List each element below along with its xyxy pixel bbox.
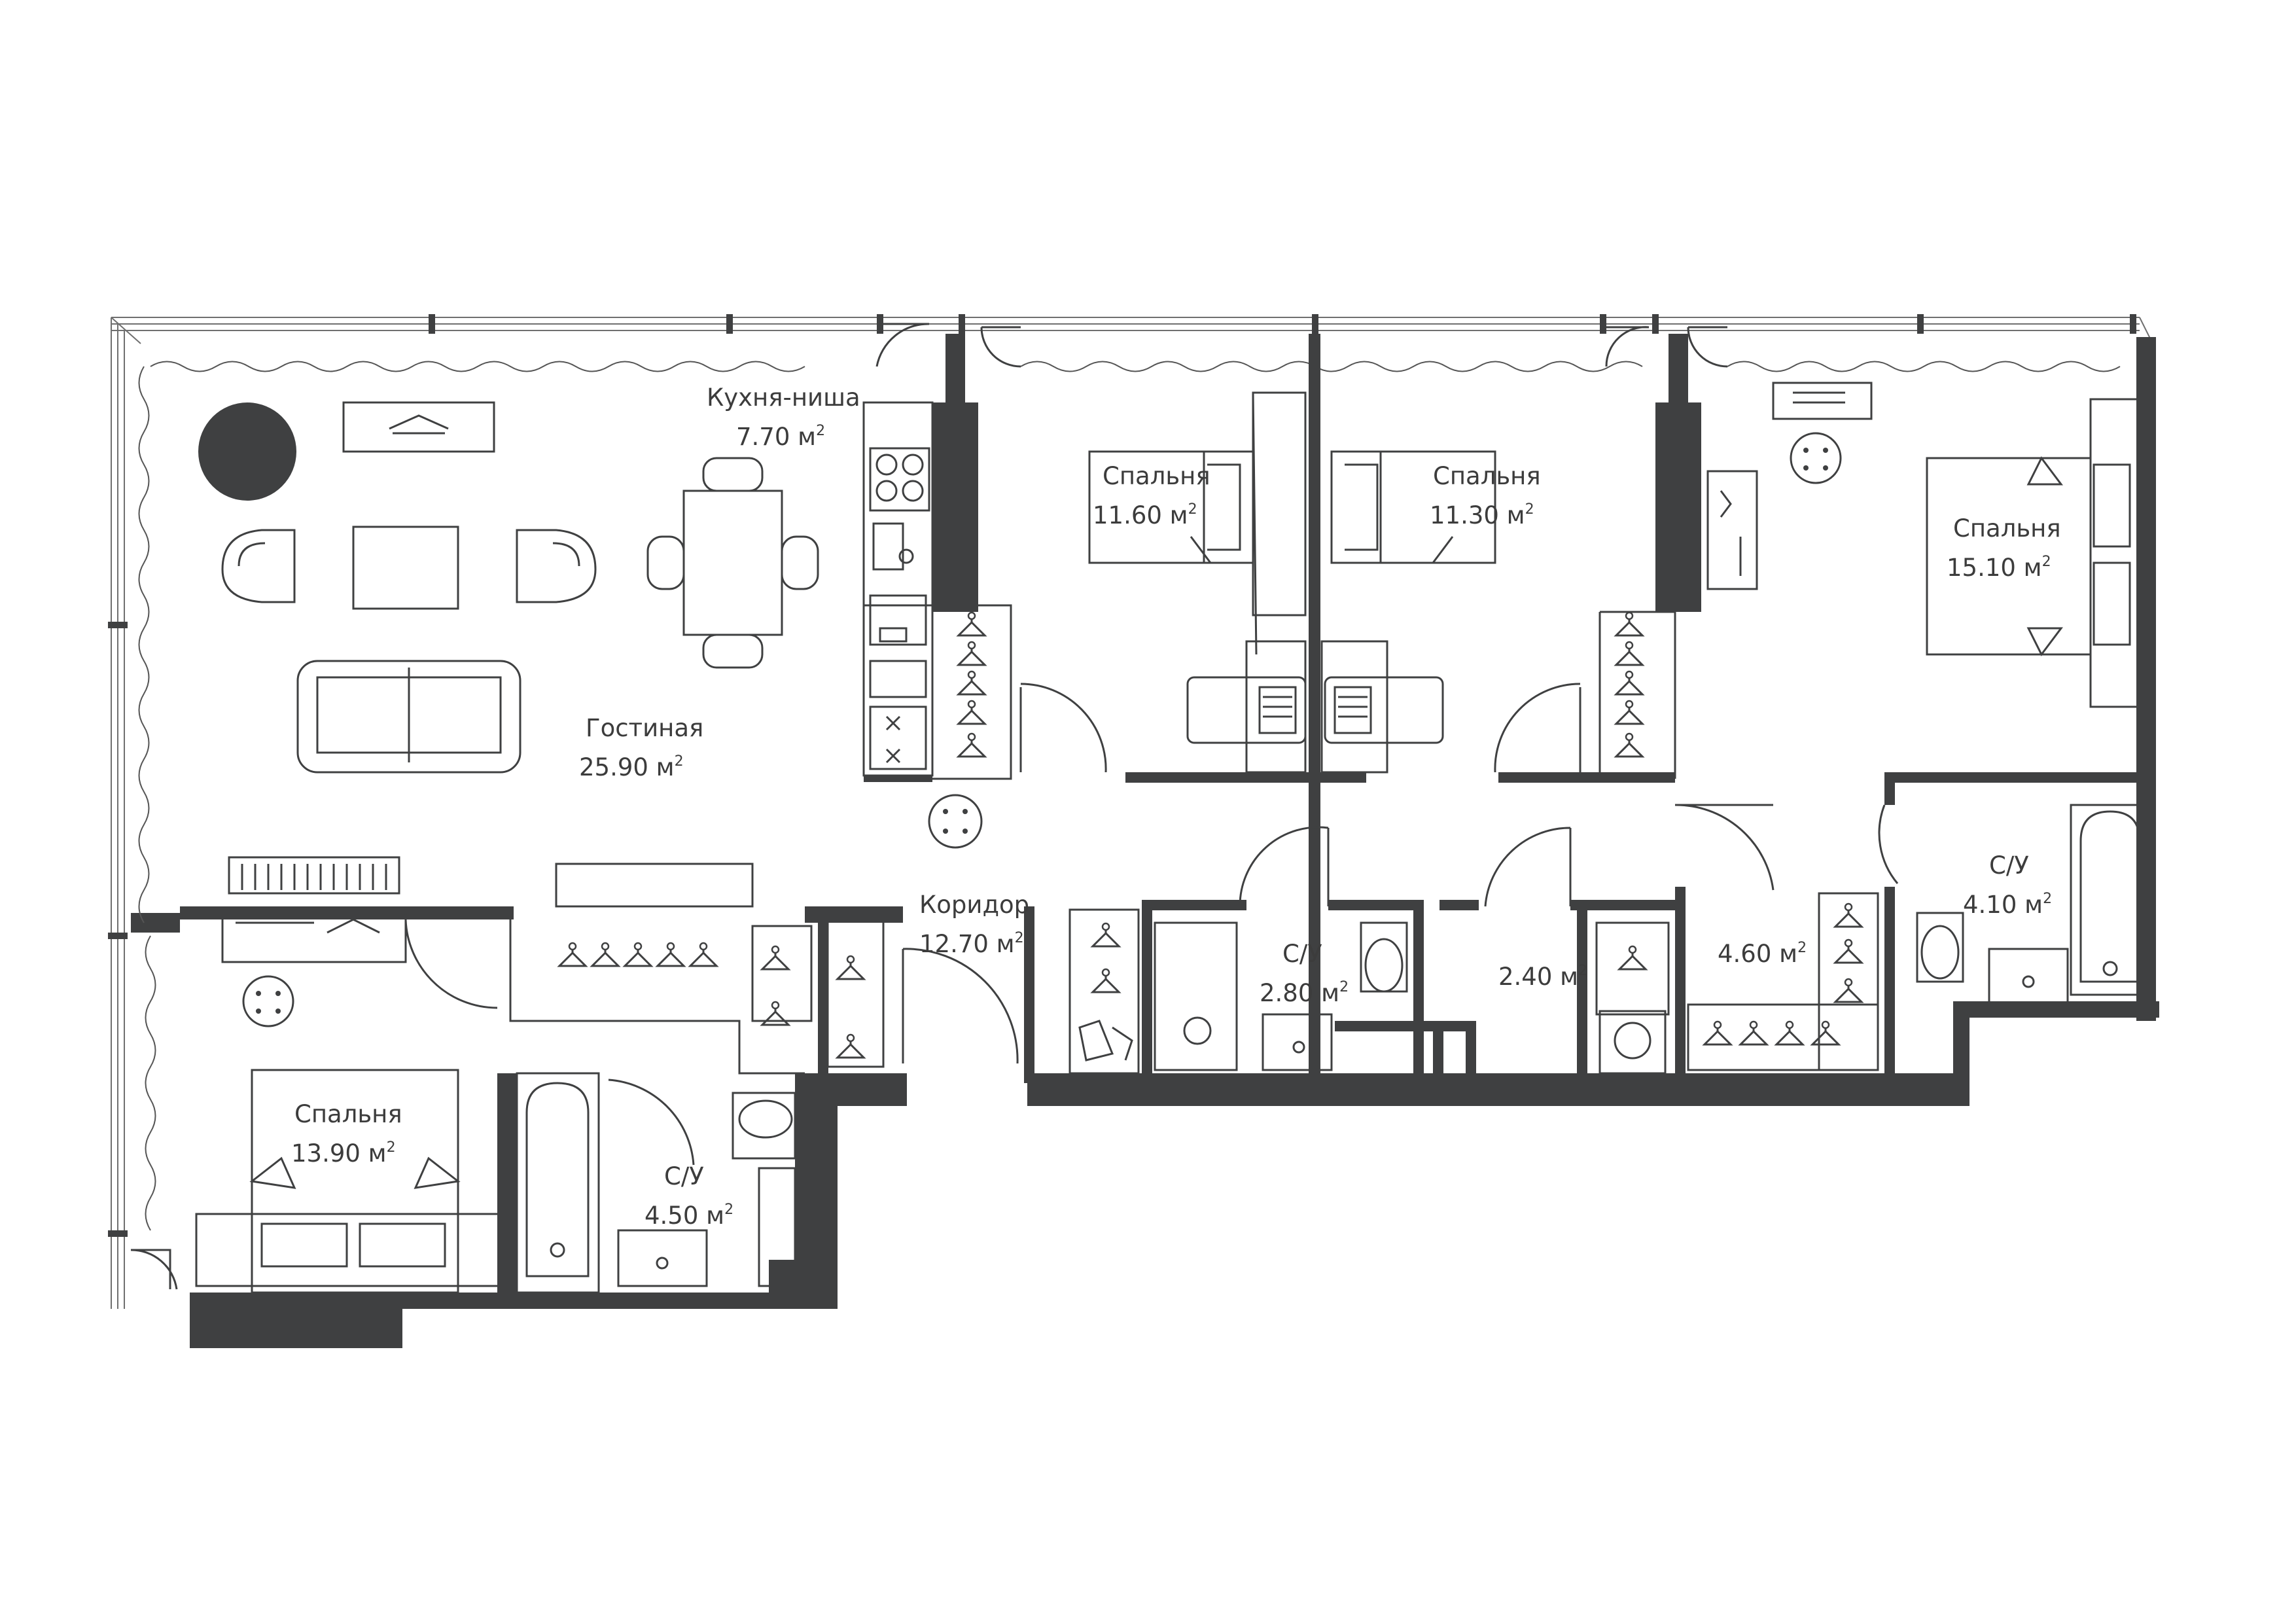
dining-table-icon xyxy=(646,457,819,669)
toilet-icon xyxy=(1916,912,1964,983)
bed-icon xyxy=(195,1069,512,1294)
sink-icon xyxy=(872,522,914,571)
oven-icon xyxy=(869,705,927,770)
desk-icon xyxy=(1324,676,1444,744)
desk-icon xyxy=(1186,676,1307,744)
sink-icon xyxy=(869,594,927,646)
room-name-bath1: С/У xyxy=(1282,940,1322,968)
round-table-icon xyxy=(198,402,296,501)
storage-460 xyxy=(1687,892,1879,1071)
doors xyxy=(404,323,1899,1166)
room-name-bedroom1: Спальня xyxy=(1103,462,1210,490)
armchair-icon xyxy=(516,529,597,603)
bedroom1-furniture xyxy=(1088,391,1307,774)
room-area-bath3: 4.50 м2 xyxy=(645,1202,733,1230)
room-area-kitchen: 7.70 м2 xyxy=(736,423,825,451)
toilet-icon xyxy=(732,1092,796,1160)
stool-icon xyxy=(242,975,294,1027)
bedroom2-furniture xyxy=(1320,450,1644,776)
washing-machine-icon xyxy=(1598,1010,1667,1075)
bedroom4-furniture xyxy=(195,856,512,1294)
curtains xyxy=(138,361,2121,1231)
room-area-storage1: 2.40 м2 xyxy=(1498,963,1587,991)
sink-icon xyxy=(1262,1013,1333,1071)
room-name-bedroom2: Спальня xyxy=(1433,462,1541,490)
coffee-table-icon xyxy=(352,526,459,610)
bath3-fixtures xyxy=(516,1072,796,1294)
room-area-corridor: 12.70 м2 xyxy=(919,930,1024,958)
dresser-icon xyxy=(221,915,407,963)
room-area-bath1: 2.80 м2 xyxy=(1260,979,1349,1007)
tv-unit-icon xyxy=(1772,382,1873,420)
wardrobe-hanger-icon xyxy=(1615,611,1644,758)
closet-hangers xyxy=(558,915,885,1068)
room-name-kitchen: Кухня-ниша xyxy=(707,383,860,412)
bed-icon xyxy=(1926,398,2144,708)
radiator-icon xyxy=(228,856,400,895)
tv-unit-icon xyxy=(342,401,495,453)
kitchen-furniture xyxy=(862,401,986,849)
storage-240 xyxy=(1595,921,1670,1075)
stove-icon xyxy=(869,447,930,512)
toilet-icon xyxy=(1360,921,1408,993)
room-name-bedroom3: Спальня xyxy=(1953,514,2061,543)
room-name-bedroom4: Спальня xyxy=(294,1100,402,1128)
armchair-icon xyxy=(221,529,296,603)
sink-icon xyxy=(617,1229,708,1287)
bathtub-icon xyxy=(516,1072,600,1294)
room-labels: Кухня-ниша 7.70 м2 Гостиная 25.90 м2 Спа… xyxy=(291,383,2061,1230)
room-area-bedroom1: 11.60 м2 xyxy=(1093,501,1197,529)
room-area-living: 25.90 м2 xyxy=(579,753,684,781)
room-area-bedroom4: 13.90 м2 xyxy=(291,1139,396,1168)
room-area-bath2: 4.10 м2 xyxy=(1963,891,2052,919)
sofa-icon xyxy=(296,660,521,774)
room-area-bedroom2: 11.30 м2 xyxy=(1430,501,1534,529)
room-area-bedroom3: 15.10 м2 xyxy=(1947,554,2051,582)
stool-icon xyxy=(928,794,983,849)
bathtub-icon xyxy=(2070,804,2151,996)
living-furniture xyxy=(198,401,819,774)
bath2-fixtures xyxy=(1916,804,2151,1006)
sink-icon xyxy=(1988,948,2069,1006)
room-area-storage2: 4.60 м2 xyxy=(1718,940,1807,968)
interior-walls xyxy=(130,334,2146,1302)
bath1-fixtures xyxy=(1069,908,1408,1075)
wardrobe-hanger-icon xyxy=(957,611,986,758)
stool-icon xyxy=(1790,432,1842,484)
room-name-living: Гостиная xyxy=(586,714,703,742)
room-name-bath3: С/У xyxy=(664,1162,704,1190)
dishwasher-icon xyxy=(869,660,927,698)
bed-icon xyxy=(1330,450,1496,564)
shower-icon xyxy=(1154,921,1238,1071)
room-name-corridor: Коридор xyxy=(919,891,1029,919)
room-name-bath2: С/У xyxy=(1989,851,2029,880)
bedroom3-furniture xyxy=(1706,382,2144,708)
